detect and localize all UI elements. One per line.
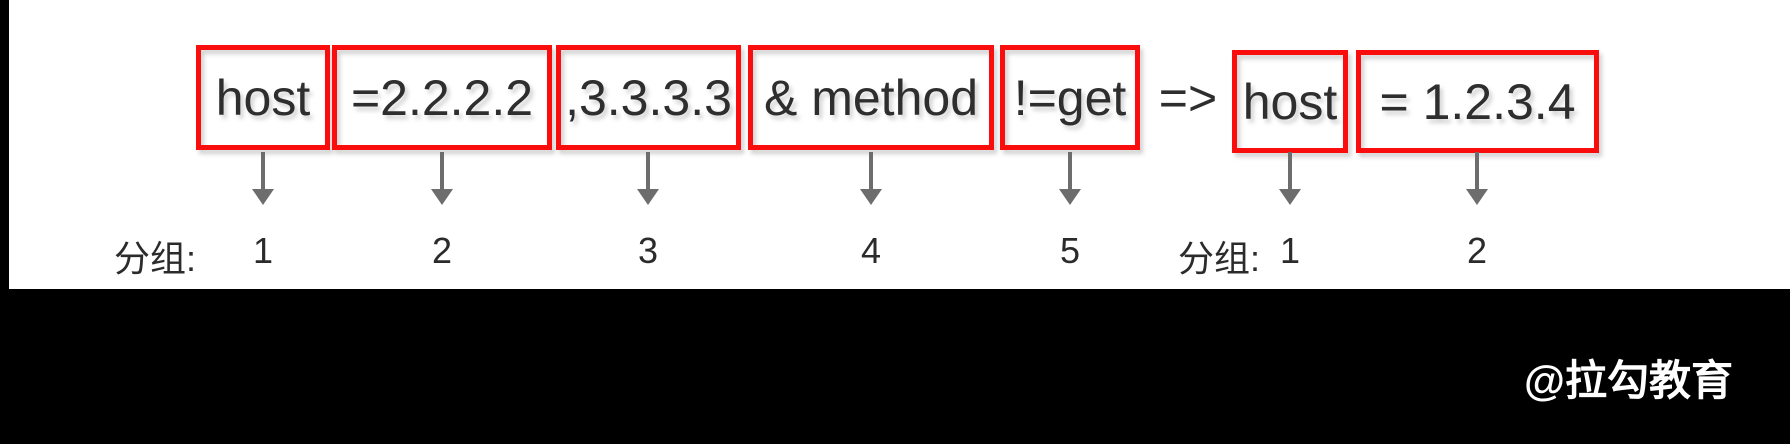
implies-operator: =>	[1158, 69, 1218, 126]
group-number: 4	[860, 230, 882, 271]
arrow-stem	[261, 152, 265, 190]
token-text: = 1.2.3.4	[1379, 73, 1576, 130]
arrow-head	[252, 189, 274, 205]
group-number: 2	[1466, 230, 1488, 271]
down-arrow-icon	[431, 152, 453, 206]
down-arrow-icon	[860, 152, 882, 206]
arrow-stem	[1288, 152, 1292, 190]
down-arrow-icon	[1279, 152, 1301, 206]
arrow-stem	[1475, 152, 1479, 190]
token-box-right-2: = 1.2.3.4	[1356, 50, 1599, 153]
token-text: host	[215, 69, 311, 126]
arrow-stem	[440, 152, 444, 190]
token-text: ,3.3.3.3	[565, 69, 732, 126]
token-text: & method	[763, 69, 978, 126]
down-arrow-icon	[1466, 152, 1488, 206]
arrow-head	[860, 189, 882, 205]
group-number: 1	[252, 230, 274, 271]
group-number: 2	[431, 230, 453, 271]
group-number: 3	[637, 230, 659, 271]
token-box-left-1: host	[196, 45, 330, 150]
down-arrow-icon	[637, 152, 659, 206]
down-arrow-icon	[1059, 152, 1081, 206]
arrow-stem	[869, 152, 873, 190]
group-label-left: 分组:	[114, 238, 197, 279]
down-arrow-icon	[252, 152, 274, 206]
watermark-text: @拉勾教育	[1524, 357, 1733, 404]
left-edge-strip	[0, 0, 9, 444]
bottom-bar: @拉勾教育	[0, 289, 1790, 444]
arrow-head	[637, 189, 659, 205]
token-box-left-3: ,3.3.3.3	[556, 45, 741, 150]
arrow-head	[1466, 189, 1488, 205]
token-box-left-2: =2.2.2.2	[332, 45, 552, 150]
group-label-right: 分组:	[1178, 238, 1261, 279]
token-box-right-1: host	[1232, 50, 1348, 153]
token-text: !=get	[1013, 69, 1127, 126]
arrow-head	[431, 189, 453, 205]
arrow-stem	[1068, 152, 1072, 190]
group-number: 5	[1059, 230, 1081, 271]
token-box-left-4: & method	[748, 45, 994, 150]
token-box-left-5: !=get	[1000, 45, 1140, 150]
group-number: 1	[1279, 230, 1301, 271]
arrow-head	[1279, 189, 1301, 205]
arrow-head	[1059, 189, 1081, 205]
token-text: host	[1242, 73, 1338, 130]
token-text: =2.2.2.2	[350, 69, 534, 126]
arrow-stem	[646, 152, 650, 190]
